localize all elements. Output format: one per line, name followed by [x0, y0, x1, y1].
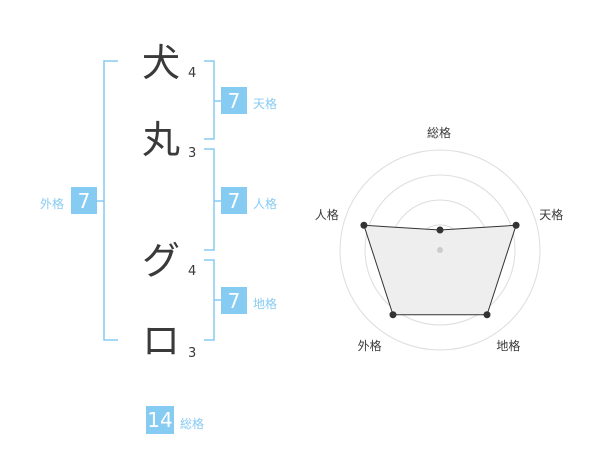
name-char-4: ロ	[141, 319, 180, 363]
radar-axis-label-2: 天格	[539, 207, 564, 222]
radar-polygon	[363, 224, 517, 316]
radar-ring	[364, 174, 516, 326]
jinkaku-bracket	[204, 148, 215, 251]
radar-point-3	[483, 311, 491, 319]
chikaku-badge: 7	[221, 287, 247, 314]
stroke-count-1: 4	[188, 66, 197, 81]
chikaku-label: 地格	[253, 297, 278, 311]
radar-axis-label-5: 人格	[314, 207, 339, 222]
tenkaku-bracket	[204, 60, 215, 140]
radar-axis-label-3: 地格	[496, 339, 521, 354]
radar-point-4	[389, 311, 397, 319]
soukaku-badge: 14	[146, 406, 174, 434]
gaikaku-badge: 7	[71, 187, 97, 214]
stroke-count-4: 3	[188, 346, 197, 361]
tenkaku-label: 天格	[253, 97, 278, 111]
radar-point-1	[436, 226, 444, 234]
name-char-3: グ	[141, 239, 180, 283]
radar-axis-label-1: 総格	[427, 126, 452, 140]
radar-point-2	[512, 221, 520, 229]
radar-ring	[339, 149, 541, 351]
radar-center-dot	[437, 247, 443, 253]
jinkaku-badge: 7	[221, 187, 247, 214]
jinkaku-label: 人格	[253, 197, 278, 211]
tenkaku-badge: 7	[221, 87, 247, 114]
radar-point-5	[360, 221, 368, 229]
name-char-1: 犬	[141, 41, 180, 85]
name-char-2: 丸	[141, 118, 180, 162]
radar-points	[360, 221, 520, 319]
stroke-count-3: 4	[188, 264, 197, 279]
soukaku-label: 総格	[180, 417, 205, 431]
gaikaku-label: 外格	[40, 197, 65, 211]
radar-axis-label-4: 外格	[357, 339, 382, 354]
stroke-count-2: 3	[188, 146, 197, 161]
